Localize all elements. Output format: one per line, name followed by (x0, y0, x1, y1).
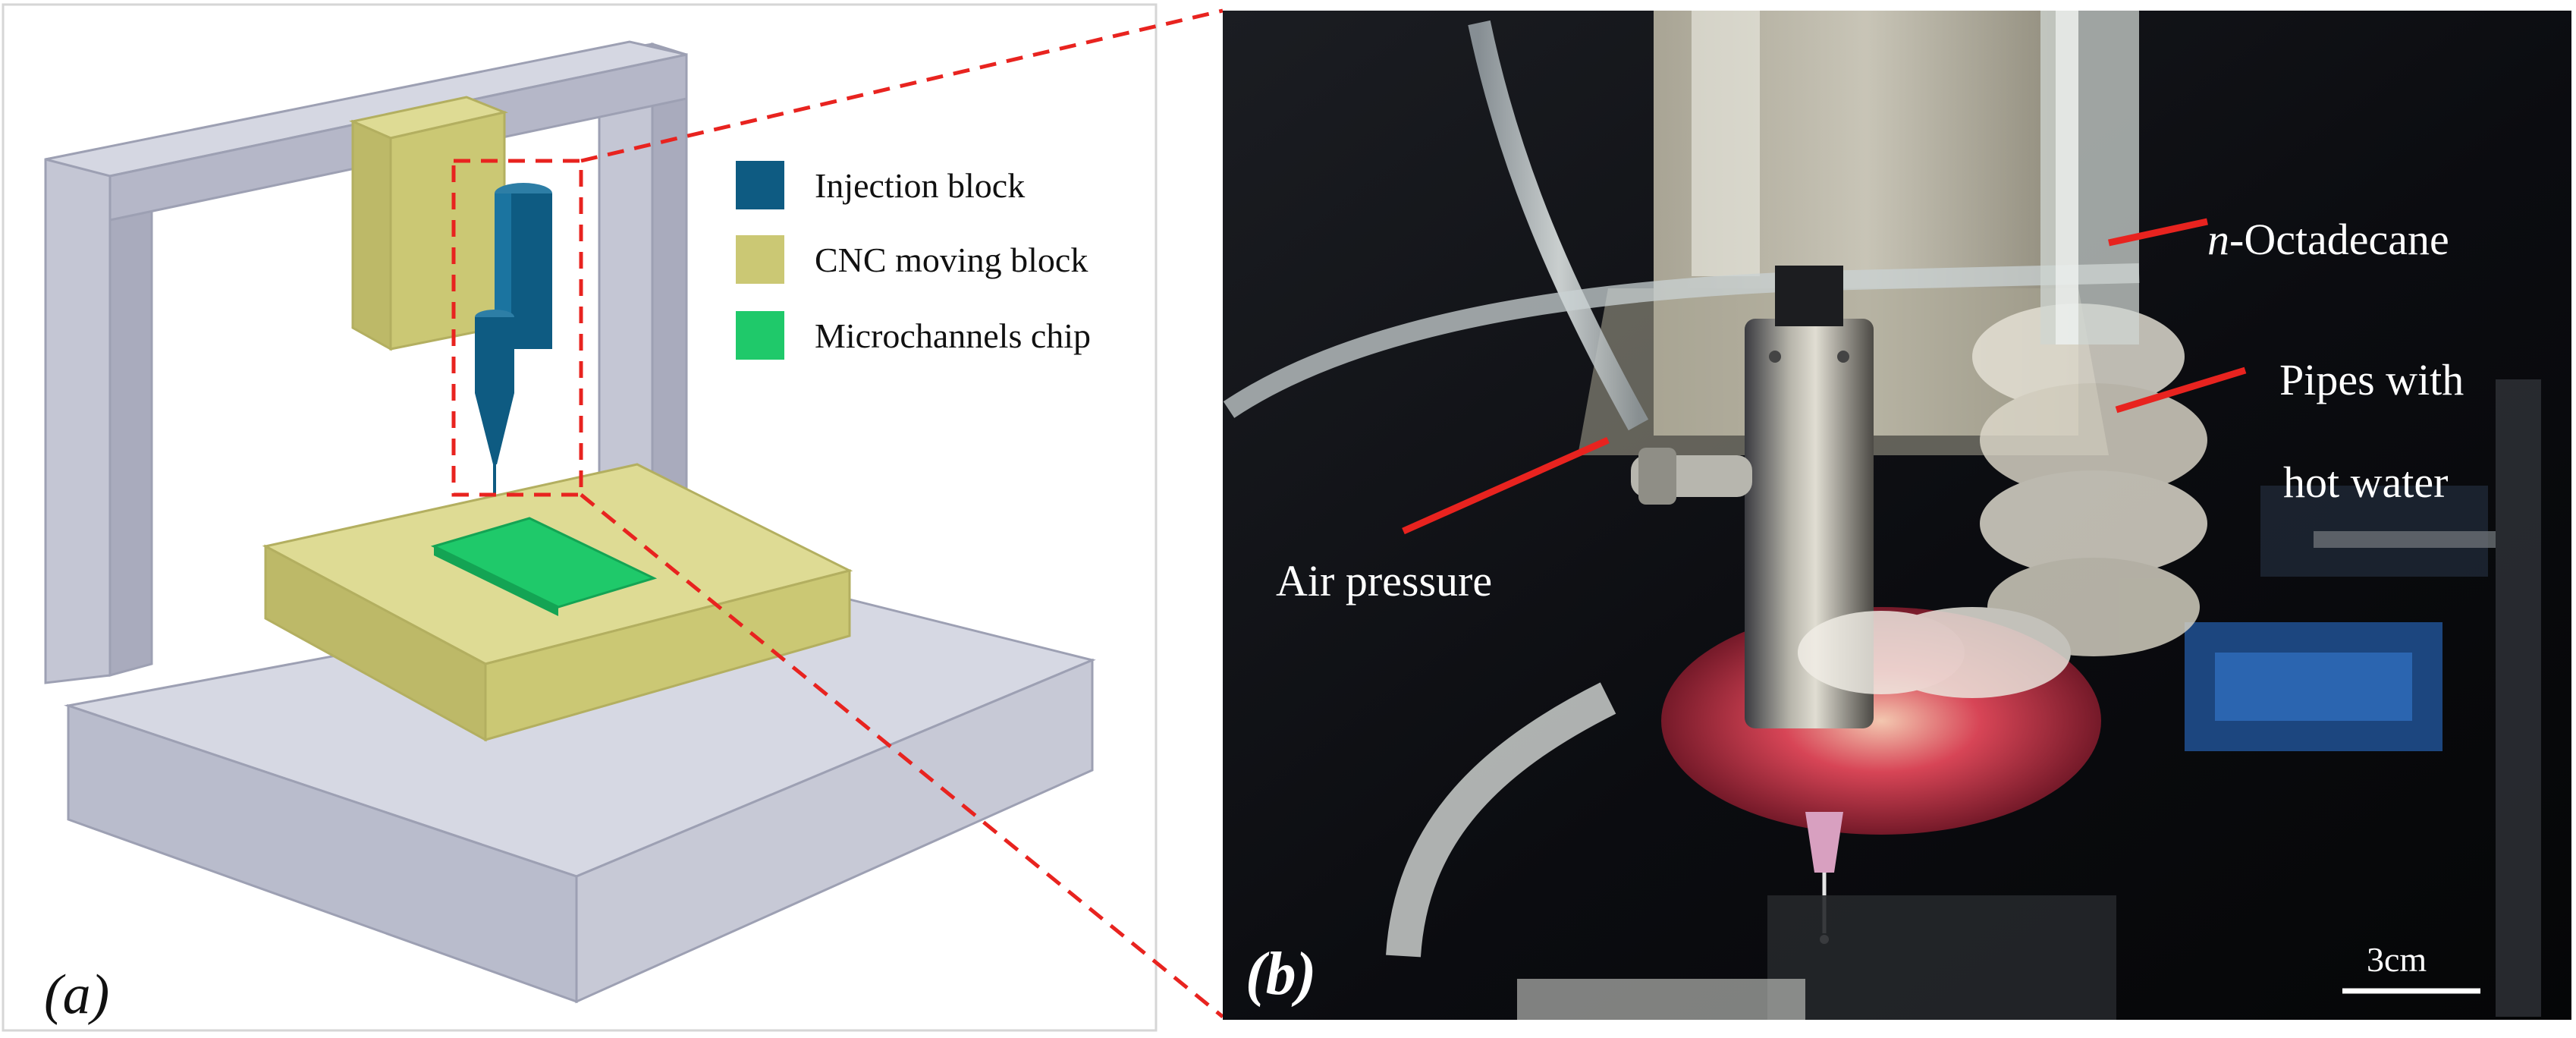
nozzle (1805, 812, 1843, 873)
panel-a-frame (2, 3, 1158, 1032)
panel-b: n-Octadecane Pipes with hot water Air pr… (1223, 11, 2571, 1020)
zoom-callout-lines (580, 8, 1224, 1018)
legend-swatch-cnc (736, 235, 784, 284)
octadecane-label: n-Octadecane (2207, 215, 2449, 264)
panel-b-label: (b) (1246, 941, 1316, 1008)
microchannels-chip (430, 517, 658, 616)
pipes-label-line2: hot water (2283, 458, 2448, 507)
octadecane-tube (2040, 11, 2139, 344)
pipes-pointer (2115, 366, 2247, 414)
octadecane-pointer (2108, 218, 2208, 247)
air-pressure-label: Air pressure (1276, 556, 1492, 606)
legend-label-cnc: CNC moving block (815, 241, 1088, 279)
legend-label-chip: Microchannels chip (815, 316, 1091, 355)
legend-swatch-chip (736, 311, 784, 360)
panel-a: Injection block CNC moving block Microch… (0, 0, 1168, 1038)
scale-bar-label: 3cm (2367, 940, 2427, 979)
legend-swatch-injection (736, 161, 784, 209)
callout-line-top (580, 8, 1224, 163)
air-pressure-pointer (1402, 436, 1610, 535)
cnc-lower-block (262, 463, 853, 742)
zoom-region-box (451, 159, 583, 497)
octadecane-prefix: n (2207, 215, 2229, 264)
cnc-upper-block (349, 96, 509, 351)
injection-block (475, 183, 552, 493)
legend: Injection block CNC moving block Microch… (736, 161, 1091, 360)
pipes-label-line1: Pipes with (2279, 355, 2464, 404)
legend-label-injection: Injection block (815, 166, 1025, 205)
panel-a-label: (a) (44, 964, 109, 1026)
octadecane-rest: -Octadecane (2229, 215, 2449, 264)
callout-line-bottom (580, 493, 1224, 1018)
